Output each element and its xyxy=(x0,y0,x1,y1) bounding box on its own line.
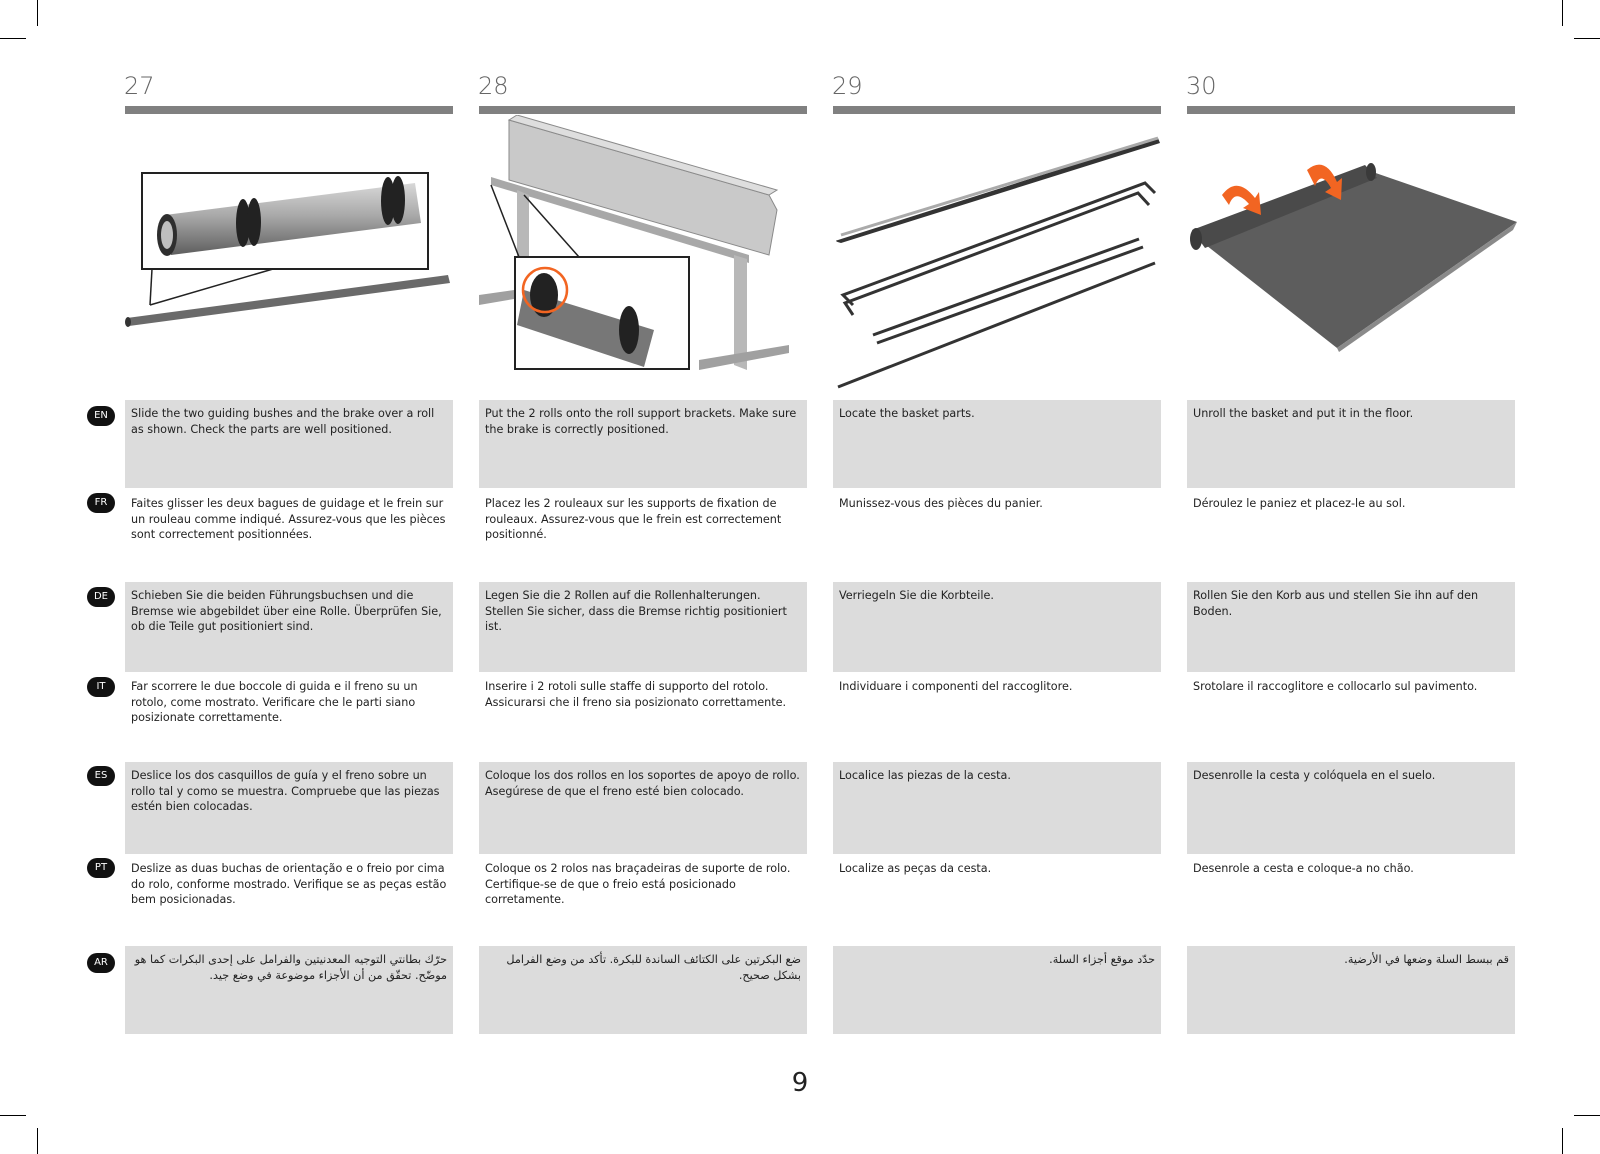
crop-mark xyxy=(1562,0,1563,26)
instruction-text-it: Inserire i 2 rotoli sulle staffe di supp… xyxy=(485,680,787,709)
instruction-text-es: Localice las piezas de la cesta. xyxy=(833,762,1161,854)
instruction-text-ar: حرّك بطانتي التوجيه المعدنيتين والفرامل … xyxy=(125,946,453,1034)
roll-bushes-illustration xyxy=(125,172,450,327)
instruction-text-fr: Placez les 2 rouleaux sur les supports d… xyxy=(485,497,782,542)
instruction-text-en: Slide the two guiding bushes and the bra… xyxy=(125,400,453,488)
instruction-text-it: Srotolare il raccoglitore e collocarlo s… xyxy=(1193,680,1478,693)
instruction-text-en: Put the 2 rolls onto the roll support br… xyxy=(479,400,807,488)
instruction-text-fr: Munissez-vous des pièces du panier. xyxy=(839,497,1043,510)
crop-mark xyxy=(37,0,38,26)
instruction-text-es: Coloque los dos rollos en los soportes d… xyxy=(479,762,807,854)
instruction-text-de: Legen Sie die 2 Rollen auf die Rollenhal… xyxy=(479,582,807,672)
step-header-bar xyxy=(1187,106,1515,114)
language-badge: IT xyxy=(87,677,115,697)
instruction-text-pt: Coloque os 2 rolos nas braçadeiras de su… xyxy=(485,862,791,907)
crop-mark xyxy=(37,1128,38,1154)
instruction-text-it: Individuare i componenti del raccoglitor… xyxy=(839,680,1073,693)
instruction-text-ar: حدّد موقع أجزاء السلة. xyxy=(833,946,1161,1034)
instruction-text-de: Schieben Sie die beiden Führungsbuchsen … xyxy=(125,582,453,672)
crop-mark xyxy=(1574,1115,1600,1116)
step-number: 28 xyxy=(478,72,509,100)
instruction-text-es: Desenrolle la cesta y colóquela en el su… xyxy=(1187,762,1515,854)
instruction-text-en: Locate the basket parts. xyxy=(833,400,1161,488)
instruction-text-pt: Deslize as duas buchas de orientação e o… xyxy=(131,862,447,907)
printer-stand-illustration xyxy=(479,115,789,370)
language-badge: ES xyxy=(87,766,115,786)
step-number: 30 xyxy=(1186,72,1217,100)
instruction-text-pt: Desenrole a cesta e coloque-a no chão. xyxy=(1193,862,1414,875)
step-number: 27 xyxy=(124,72,155,100)
page-number: 9 xyxy=(791,1068,809,1098)
instruction-text-de: Rollen Sie den Korb aus und stellen Sie … xyxy=(1187,582,1515,672)
instruction-text-pt: Localize as peças da cesta. xyxy=(839,862,992,875)
step-number: 29 xyxy=(832,72,863,100)
crop-mark xyxy=(0,1115,26,1116)
instruction-text-ar: قم ببسط السلة وضعها في الأرضية. xyxy=(1187,946,1515,1034)
step-header-bar xyxy=(833,106,1161,114)
unrolled-basket-illustration xyxy=(1190,163,1517,352)
instruction-text-fr: Faites glisser les deux bagues de guidag… xyxy=(131,497,446,542)
crop-mark xyxy=(1562,1128,1563,1154)
crop-mark xyxy=(0,38,26,39)
crop-mark xyxy=(1574,38,1600,39)
instruction-text-it: Far scorrere le due boccole di guida e i… xyxy=(131,680,418,725)
step-header-bar xyxy=(479,106,807,114)
step-header-bar xyxy=(125,106,453,114)
language-badge: PT xyxy=(87,858,115,878)
instruction-text-en: Unroll the basket and put it in the floo… xyxy=(1187,400,1515,488)
basket-parts-illustration xyxy=(836,136,1160,389)
language-badge: FR xyxy=(87,493,115,513)
instruction-text-fr: Déroulez le paniez et placez-le au sol. xyxy=(1193,497,1406,510)
instruction-text-de: Verriegeln Sie die Korbteile. xyxy=(833,582,1161,672)
language-badge: AR xyxy=(87,953,115,973)
language-badge: EN xyxy=(87,406,115,426)
instruction-text-es: Deslice los dos casquillos de guía y el … xyxy=(125,762,453,854)
instruction-text-ar: ضع البكرتين على الكتائف الساندة للبكرة. … xyxy=(479,946,807,1034)
language-badge: DE xyxy=(87,587,115,607)
